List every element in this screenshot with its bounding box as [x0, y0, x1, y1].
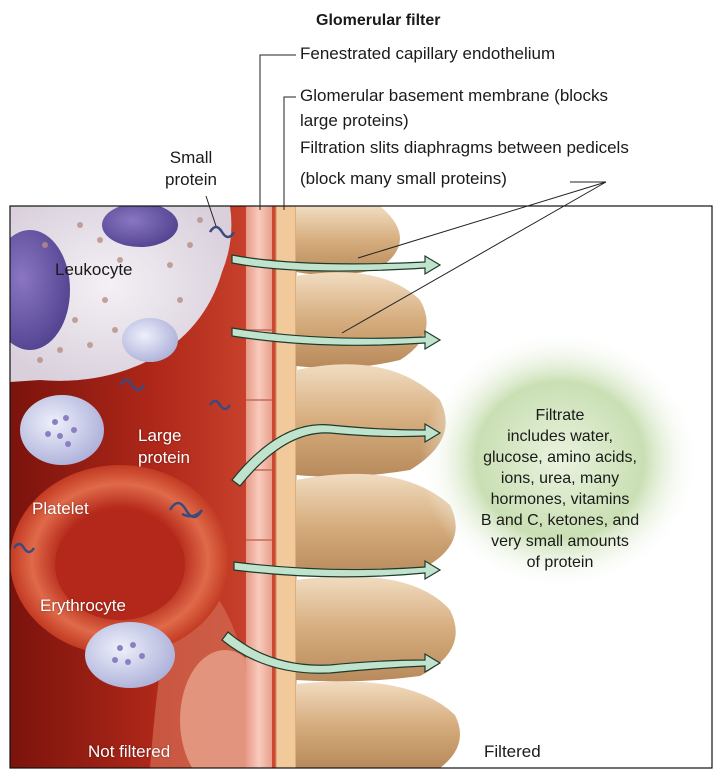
filtrate-line: Filtrate — [470, 405, 650, 426]
endothelium-layer — [246, 206, 272, 768]
small-protein-label-line1: Small — [155, 146, 227, 170]
erythrocyte-label: Erythrocyte — [40, 594, 126, 618]
basement-membrane-label-line2: large proteins) — [300, 109, 409, 133]
filtrate-line: very small amounts — [470, 531, 650, 552]
diagram-title: Glomerular filter — [316, 9, 440, 33]
filtrate-line: includes water, — [470, 426, 650, 447]
filtration-slits-label-line1: Filtration slits diaphragms between pedi… — [300, 136, 629, 160]
endothelium-label: Fenestrated capillary endothelium — [300, 42, 555, 66]
large-protein-label-line1: Large — [138, 424, 181, 448]
basement-membrane-layer — [276, 206, 296, 768]
filtrate-line: glucose, amino acids, — [470, 447, 650, 468]
large-protein-label-line2: protein — [138, 446, 190, 470]
filtration-slits-label-line2: (block many small proteins) — [300, 167, 507, 191]
filtrate-line: ions, urea, many — [470, 468, 650, 489]
small-protein-label-line2: protein — [155, 168, 227, 192]
platelet-label: Platelet — [32, 497, 89, 521]
not-filtered-label: Not filtered — [88, 740, 170, 764]
filtrate-line: B and C, ketones, and — [470, 510, 650, 531]
platelet-cell — [20, 395, 104, 465]
filtrate-line: hormones, vitamins — [470, 489, 650, 510]
filtrate-description: Filtrate includes water, glucose, amino … — [470, 405, 650, 573]
leukocyte-label: Leukocyte — [55, 258, 133, 282]
platelet-cell-lower — [85, 622, 175, 688]
filtered-label: Filtered — [484, 740, 541, 764]
filtrate-line: of protein — [470, 552, 650, 573]
basement-membrane-label-line1: Glomerular basement membrane (blocks — [300, 84, 608, 108]
